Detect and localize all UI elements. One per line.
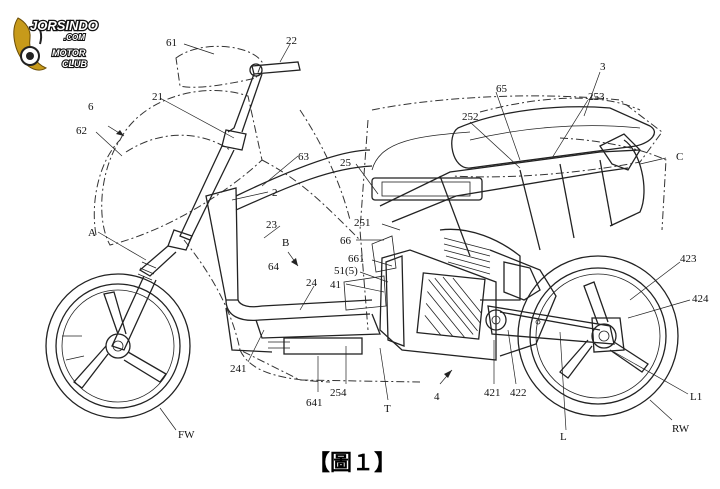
label-661: 661 [348,253,365,265]
label-L1: L1 [690,391,702,403]
label-253: 253 [588,91,605,103]
rear-wheel [517,255,679,417]
label-6: 6 [88,101,94,113]
label-T: T [384,403,391,415]
label-3: 3 [600,61,606,73]
label-21: 21 [152,91,163,103]
front-wheel [45,273,191,419]
powertrain [343,228,615,361]
figure-caption: 【圖１】 [308,450,396,476]
label-L: L [560,431,567,443]
label-241: 241 [230,363,247,375]
label-62: 62 [76,125,87,137]
label-61: 61 [166,37,177,49]
logo-domain: .COM [64,33,85,42]
label-C: C [676,151,683,163]
label-422: 422 [510,387,527,399]
main-frame [205,149,381,355]
club-logo: JORSINDO .COM MOTOR CLUB [13,17,99,71]
label-66: 66 [340,235,352,247]
label-RW: RW [672,423,690,435]
steering [111,61,301,351]
label-423: 423 [680,253,697,265]
label-251: 251 [354,217,371,229]
rear-frame [371,131,645,257]
label-2: 2 [272,187,278,199]
seat [451,106,655,171]
label-41: 41 [330,279,341,291]
label-424: 424 [692,293,709,305]
logo-brand: JORSINDO [30,18,98,33]
leader-lines [95,43,691,431]
label-64: 64 [268,261,280,273]
label-23: 23 [266,219,278,231]
label-254: 254 [330,387,347,399]
arrows [107,125,453,385]
label-24: 24 [306,277,318,289]
label-25: 25 [340,157,352,169]
label-51-5: 51(5) [334,265,358,277]
logo-club: CLUB [62,59,87,69]
label-421: 421 [484,387,501,399]
label-22: 22 [286,35,297,47]
label-65: 65 [496,83,508,95]
label-252: 252 [462,111,479,123]
label-4: 4 [434,391,440,403]
logo-motor: MOTOR [52,48,86,58]
reference-labels: 61 22 3 6 21 65 253 62 252 63 25 C 2 251… [76,35,709,443]
label-641: 641 [306,397,323,409]
body-covers [93,45,667,383]
label-A: A [88,227,96,239]
cylinder-fins [443,237,491,275]
label-B: B [282,237,289,249]
label-63: 63 [298,151,310,163]
label-FW: FW [178,429,195,441]
